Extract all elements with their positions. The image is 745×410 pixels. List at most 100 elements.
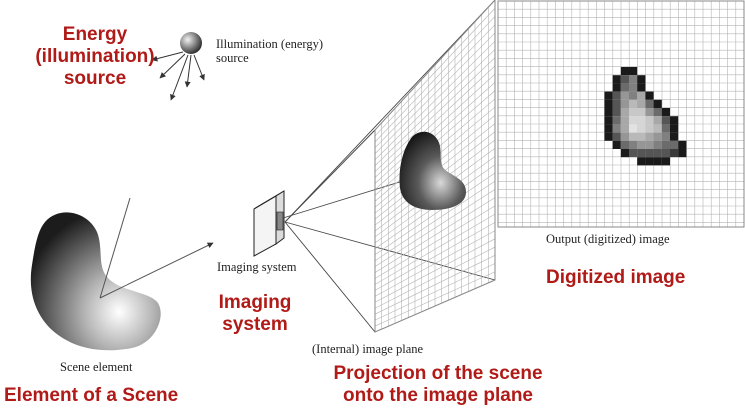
scene-rays <box>99 197 214 299</box>
digitized-object-pixels <box>604 67 687 166</box>
digitized-pixel <box>653 124 662 133</box>
projection-line-1: Projection of the scene <box>333 363 543 384</box>
digitized-pixel <box>661 140 670 149</box>
digitized-pixel <box>612 108 621 117</box>
digitized-pixel <box>620 149 629 158</box>
digitized-pixel <box>620 75 629 84</box>
imaging-system-line-2: system <box>222 314 288 335</box>
digitized-pixel <box>670 116 679 125</box>
projection-line-2: onto the image plane <box>342 385 534 406</box>
digitized-pixel <box>637 149 646 158</box>
digitized-pixel <box>604 116 613 125</box>
digitized-pixel <box>612 91 621 100</box>
digitized-pixel <box>653 116 662 125</box>
digitized-pixel <box>661 108 670 117</box>
digitized-pixel <box>620 91 629 100</box>
digitized-pixel <box>645 116 654 125</box>
digitized-pixel <box>653 99 662 108</box>
digitized-pixel <box>612 83 621 92</box>
digitized-pixel <box>637 83 646 92</box>
digitized-pixel <box>645 124 654 133</box>
digitized-pixel <box>620 140 629 149</box>
digitized-pixel <box>620 116 629 125</box>
digitized-pixel <box>629 67 638 76</box>
digitized-pixel <box>637 75 646 84</box>
digitized-pixel <box>620 108 629 117</box>
digitized-pixel <box>645 108 654 117</box>
digitized-pixel <box>620 132 629 141</box>
digitized-pixel <box>620 99 629 108</box>
illumination-source-icon <box>151 32 205 101</box>
digitized-pixel <box>645 140 654 149</box>
digitized-pixel <box>661 132 670 141</box>
digitized-pixel <box>678 140 687 149</box>
digitized-pixel <box>612 116 621 125</box>
digitized-pixel <box>629 83 638 92</box>
digitized-pixel <box>629 149 638 158</box>
digitized-pixel <box>653 157 662 166</box>
digitized-pixel <box>612 99 621 108</box>
digitized-pixel <box>637 132 646 141</box>
digitized-pixel <box>629 91 638 100</box>
illumination-source-label: Illumination (energy) source <box>216 37 323 65</box>
imaging-system-small-label: Imaging system <box>217 260 297 274</box>
digitized-pixel <box>670 140 679 149</box>
digitized-pixel <box>653 132 662 141</box>
digitized-pixel <box>645 132 654 141</box>
digitized-pixel <box>653 140 662 149</box>
digitized-pixel <box>620 124 629 133</box>
digitized-pixel <box>653 149 662 158</box>
illumination-source-line-2: source <box>216 51 249 65</box>
digitized-pixel <box>604 91 613 100</box>
energy-source-line-3: source <box>63 68 127 89</box>
illumination-source-line-1: Illumination (energy) <box>216 37 324 51</box>
element-of-scene-label: Element of a Scene <box>4 385 179 406</box>
output-image-frame <box>497 0 745 228</box>
digitized-pixel <box>637 108 646 117</box>
digitized-pixel <box>645 149 654 158</box>
digitized-pixel <box>612 124 621 133</box>
digitized-pixel <box>604 99 613 108</box>
digitized-pixel <box>661 124 670 133</box>
imaging-system-label: Imaging system <box>200 292 310 336</box>
digitized-pixel <box>637 91 646 100</box>
scene-element-shape <box>30 212 161 351</box>
digitized-pixel <box>604 124 613 133</box>
digitized-pixel <box>629 99 638 108</box>
digitized-pixel <box>629 108 638 117</box>
digitized-pixel <box>661 157 670 166</box>
digitized-pixel <box>612 140 621 149</box>
digitized-pixel <box>637 99 646 108</box>
energy-source-label: Energy (illumination) source <box>25 24 165 90</box>
digitized-pixel <box>637 140 646 149</box>
digitized-pixel <box>670 124 679 133</box>
energy-source-line-1: Energy <box>62 24 128 45</box>
digitized-pixel <box>661 116 670 125</box>
digitized-pixel <box>620 67 629 76</box>
digitized-pixel <box>637 157 646 166</box>
digitized-pixel <box>629 124 638 133</box>
digitized-pixel <box>661 149 670 158</box>
image-plane-outline <box>374 0 496 333</box>
digitized-pixel <box>612 132 621 141</box>
internal-image-plane-label: (Internal) image plane <box>312 342 424 356</box>
digitized-pixel <box>670 132 679 141</box>
digitized-pixel <box>629 140 638 149</box>
digitized-pixel <box>645 99 654 108</box>
digitized-pixel <box>645 157 654 166</box>
digitized-image-label: Digitized image <box>546 267 686 288</box>
digitized-pixel <box>678 149 687 158</box>
digitized-pixel <box>620 83 629 92</box>
projected-scene-shape <box>399 131 466 210</box>
digitized-pixel <box>629 75 638 84</box>
digitized-pixel <box>604 132 613 141</box>
imaging-system-box-icon <box>253 190 285 257</box>
digitized-pixel <box>629 116 638 125</box>
projection-label: Projection of the scene onto the image p… <box>320 363 556 407</box>
digitized-pixel <box>629 132 638 141</box>
digitized-pixel <box>645 91 654 100</box>
digitized-pixel <box>637 124 646 133</box>
imaging-system-line-1: Imaging <box>218 292 292 313</box>
